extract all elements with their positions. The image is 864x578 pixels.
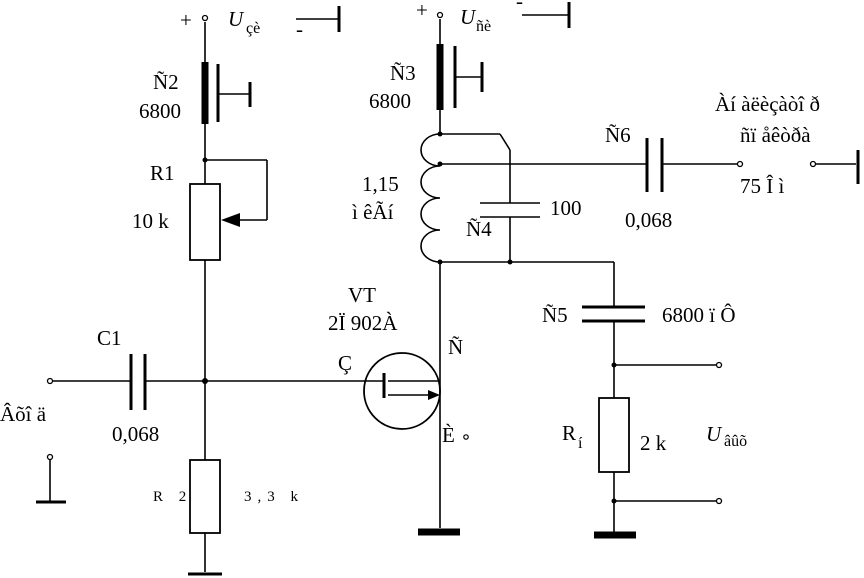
output-analyzer: Àí àëèçàòî ð ñï åêòðà 75 Î ì <box>715 92 860 198</box>
transistor-gate-label: Ç <box>338 351 352 375</box>
analyzer-impedance: 75 Î ì <box>740 174 784 198</box>
analyzer-line1: Àí àëèçàòî ð <box>715 92 820 116</box>
c5-name: Ñ5 <box>542 303 568 327</box>
transistor-type: 2Ï 902À <box>328 311 398 335</box>
c6-name: Ñ6 <box>605 123 631 147</box>
c3-value: 6800 <box>369 89 411 113</box>
c1-name: C1 <box>97 326 122 350</box>
capacitor-c2: Ñ2 6800 <box>139 22 252 160</box>
r1-name: R1 <box>150 161 175 185</box>
c1-value: 0,068 <box>112 422 159 446</box>
coil-unit: ì êÃí <box>352 200 394 224</box>
capacitor-c1: C1 0,068 <box>97 326 205 446</box>
c6-value: 0,068 <box>625 208 672 232</box>
capacitor-c3: Ñ3 6800 <box>369 19 484 134</box>
r2-value: 3,3 k <box>244 489 304 505</box>
c3-name: Ñ3 <box>390 61 416 85</box>
c5-value: 6800 ï Ô <box>662 303 736 327</box>
rload-value: 2 k <box>640 431 667 455</box>
resistor-r1: R1 10 k <box>132 157 268 261</box>
drain-supply-plus: + <box>416 0 428 22</box>
input-label: Âõî ä <box>0 402 47 426</box>
c2-value: 6800 <box>139 99 181 123</box>
drain-supply-terminal: + U ñè - <box>416 0 571 35</box>
output-voltage-subscript: âûõ <box>724 433 747 450</box>
gate-supply-terminal: + U çè - <box>180 6 341 41</box>
transistor-source-label: È <box>442 423 455 447</box>
input-terminal: Âõî ä <box>0 377 131 504</box>
output-voltage: U âûõ <box>706 422 747 450</box>
gate-supply-minus: - <box>296 17 303 41</box>
load-resistor: R í 2 k <box>562 361 723 539</box>
gate-supply-subscript: çè <box>246 20 260 37</box>
output-voltage-symbol: U <box>706 422 723 446</box>
r1-value: 10 k <box>132 209 169 233</box>
transistor-drain-label: Ñ <box>448 335 463 359</box>
capacitor-c6: Ñ6 0,068 <box>440 123 738 232</box>
c4-name: Ñ4 <box>466 217 492 241</box>
c4-value: 100 <box>550 196 582 220</box>
r2-name: R 2 <box>153 489 192 505</box>
drain-supply-minus: - <box>516 0 523 13</box>
tank-inductor: 1,15 ì êÃí <box>352 131 443 265</box>
c2-name: Ñ2 <box>153 70 179 94</box>
gate-supply-plus: + <box>180 8 192 32</box>
transistor-name: VT <box>348 283 376 307</box>
drain-supply-subscript: ñè <box>476 18 491 35</box>
coil-value: 1,15 <box>362 172 399 196</box>
drain-supply-symbol: U <box>460 5 477 29</box>
capacitor-c5: Ñ5 6800 ï Ô <box>542 262 736 398</box>
gate-supply-symbol: U <box>228 7 245 31</box>
rload-symbol: R <box>562 421 576 445</box>
transistor-vt: VT 2Ï 902À Ç Ñ È <box>328 283 469 447</box>
analyzer-line2: ñï åêòðà <box>740 123 811 147</box>
rload-subscript: í <box>578 435 583 452</box>
resistor-r2: R 2 3,3 k <box>153 459 304 576</box>
capacitor-c4: 100 Ñ4 <box>440 133 582 262</box>
